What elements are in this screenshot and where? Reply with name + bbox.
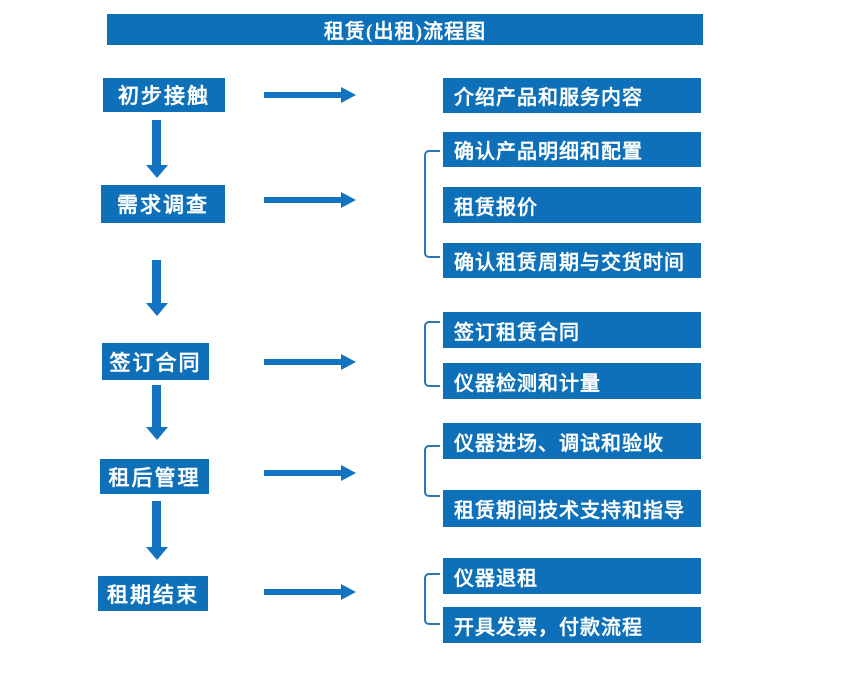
detail-box-sign-rental-contract: 签订租赁合同 <box>443 312 701 348</box>
right-arrow-icon <box>264 87 356 103</box>
detail-box-instrument-return: 仪器退租 <box>443 558 701 594</box>
group-bracket <box>424 445 440 497</box>
detail-box-confirm-product-config: 确认产品明细和配置 <box>443 132 701 167</box>
right-arrow-icon <box>264 354 356 370</box>
down-arrow-icon <box>146 501 168 560</box>
detail-box-technical-support: 租赁期间技术支持和指导 <box>443 490 701 527</box>
detail-box-instrument-testing: 仪器检测和计量 <box>443 363 701 399</box>
group-bracket <box>424 321 440 387</box>
down-arrow-icon <box>146 120 168 178</box>
detail-box-instrument-setup-acceptance: 仪器进场、调试和验收 <box>443 423 701 459</box>
flowchart-title: 租赁(出租)流程图 <box>107 14 703 45</box>
detail-box-introduce-products: 介绍产品和服务内容 <box>443 78 701 113</box>
step-box-sign-contract: 签订合同 <box>102 343 209 380</box>
group-bracket <box>424 150 440 258</box>
down-arrow-icon <box>146 260 168 316</box>
down-arrow-icon <box>146 385 168 440</box>
detail-box-rental-quote: 租赁报价 <box>443 187 701 223</box>
right-arrow-icon <box>264 465 356 481</box>
detail-box-invoice-payment: 开具发票，付款流程 <box>443 607 701 643</box>
step-box-demand-survey: 需求调查 <box>101 185 225 223</box>
right-arrow-icon <box>264 584 356 600</box>
detail-box-confirm-period-delivery: 确认租赁周期与交货时间 <box>443 243 701 278</box>
group-bracket <box>424 573 440 625</box>
right-arrow-icon <box>264 192 356 208</box>
step-box-post-rental-management: 租后管理 <box>100 459 209 494</box>
step-box-initial-contact: 初步接触 <box>103 78 225 112</box>
step-box-rental-end: 租期结束 <box>98 576 208 611</box>
